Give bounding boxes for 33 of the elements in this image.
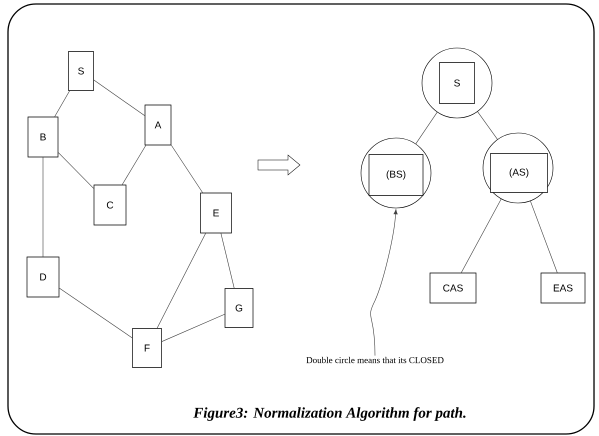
connector-line [54,90,70,117]
box-node: G [224,288,254,328]
box-node: C [94,184,126,226]
leader-arrow [370,209,398,356]
connector-line [416,112,438,144]
connector-line [94,80,145,116]
box-node: E [200,192,232,234]
box-node: (AS) [490,153,548,193]
box-node: S [439,62,475,104]
box-node: CAS [430,272,476,304]
box-node: A [144,104,172,146]
connector-line [530,200,558,273]
box-node: EAS [540,272,586,304]
connector-line [171,144,203,193]
connector-line [220,233,234,288]
box-node: S [68,51,94,91]
connector-line [59,288,132,338]
circle-node [422,48,492,118]
circle-node [360,138,432,208]
note: Double circle means that its CLOSED [306,356,444,364]
connector-line [461,198,502,273]
box-node: D [26,256,60,298]
connector-line [58,152,94,189]
connector-line [477,111,498,140]
box-node: F [132,328,162,368]
box-node: B [28,116,58,158]
connector-line [122,145,146,185]
box-node: (BS) [368,154,424,196]
connector-line [42,157,44,257]
connector-line [156,233,206,328]
caption: Figure3: Normalization Algorithm for path. [191,405,469,423]
connector-line [162,314,225,342]
circle-node [482,132,554,204]
